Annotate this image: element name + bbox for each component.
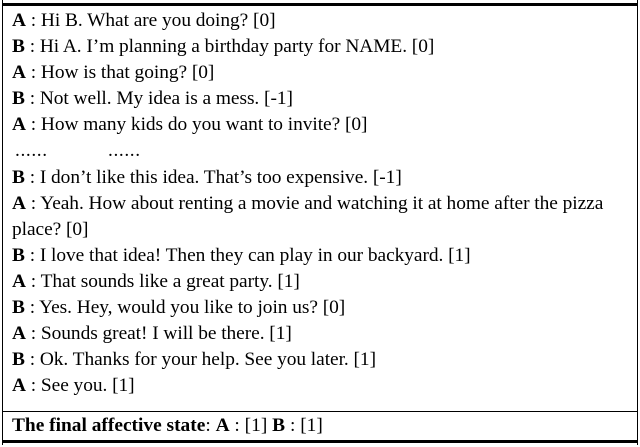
turn-text: That sounds like a great party. [1] xyxy=(40,270,300,292)
ellipsis-dots-left: ...... xyxy=(15,140,48,162)
turn-separator: : xyxy=(24,244,40,266)
final-affective-state: The final affective state: A : [1] B : [… xyxy=(3,413,637,439)
dialogue-turn: A : How many kids do you want to invite?… xyxy=(12,112,628,138)
turn-separator: : xyxy=(24,166,40,188)
turn-speaker: B xyxy=(12,349,25,371)
turn-text: Ok. Thanks for your help. See you later.… xyxy=(39,349,376,371)
turn-speaker: B xyxy=(12,36,25,58)
turn-text: Not well. My idea is a mess. [-1] xyxy=(39,88,293,110)
dialogue-turn: B : I love that idea! Then they can play… xyxy=(12,243,628,269)
turn-speaker: A xyxy=(12,10,26,31)
final-state-b-separator: : xyxy=(285,415,301,436)
dialogue-turn-list: A : Hi B. What are you doing? [0] B : Hi… xyxy=(3,8,637,399)
turn-separator: : xyxy=(25,114,41,136)
turn-separator: : xyxy=(24,36,40,58)
final-state-speaker-b: B xyxy=(272,415,286,436)
turn-text: Hi A. I’m planning a birthday party for … xyxy=(39,36,435,58)
dialogue-turn: B : Yes. Hey, would you like to join us?… xyxy=(12,295,628,321)
turn-separator: : xyxy=(25,270,41,292)
turn-speaker: A xyxy=(12,323,26,345)
dialogue-turn: A : Hi B. What are you doing? [0] xyxy=(12,8,628,34)
turn-separator: : xyxy=(24,349,40,371)
dialogue-turn: B : Ok. Thanks for your help. See you la… xyxy=(12,347,628,373)
turn-separator: : xyxy=(24,297,40,319)
turn-speaker: B xyxy=(12,244,25,266)
turn-text: I don’t like this idea. That’s too expen… xyxy=(39,166,402,188)
table-bottom-rule xyxy=(3,440,637,443)
turn-text: See you. [1] xyxy=(40,375,135,397)
final-state-label-separator: : xyxy=(205,415,216,436)
final-state-a-value: [1] xyxy=(244,415,268,436)
turn-text: How is that going? [0] xyxy=(40,62,215,84)
turn-text: Sounds great! I will be there. [1] xyxy=(40,323,292,345)
turn-text: Yes. Hey, would you like to join us? [0] xyxy=(39,297,346,319)
turn-text: How many kids do you want to invite? [0] xyxy=(40,114,368,136)
turn-speaker: A xyxy=(12,192,26,214)
dialogue-turn: B : I don’t like this idea. That’s too e… xyxy=(12,165,628,191)
ellipsis-dots-right: ...... xyxy=(108,140,141,162)
dialogue-ellipsis-row: ...... ...... xyxy=(12,138,628,164)
dialogue-turn: A : Yeah. How about renting a movie and … xyxy=(12,191,628,243)
final-state-speaker-a: A xyxy=(215,415,230,436)
turn-speaker: A xyxy=(12,114,26,136)
dialogue-turn: A : See you. [1] xyxy=(12,373,628,399)
turn-separator: : xyxy=(24,88,40,110)
final-state-b-value: [1] xyxy=(300,415,323,436)
turn-separator: : xyxy=(25,192,41,214)
turn-speaker: B xyxy=(12,166,25,188)
dialogue-turn: A : Sounds great! I will be there. [1] xyxy=(12,321,628,347)
turn-speaker: A xyxy=(12,375,26,397)
turn-speaker: B xyxy=(12,88,25,110)
dialogue-turn: A : How is that going? [0] xyxy=(12,60,628,86)
turn-speaker: A xyxy=(12,62,26,84)
turn-separator: : xyxy=(25,323,41,345)
turn-text: I love that idea! Then they can play in … xyxy=(39,244,471,266)
final-state-label: The final affective state xyxy=(12,415,206,436)
turn-speaker: A xyxy=(12,270,26,292)
final-state-separator-rule xyxy=(3,411,637,412)
dialogue-turn: A : That sounds like a great party. [1] xyxy=(12,269,628,295)
dialogue-turn: B : Hi A. I’m planning a birthday party … xyxy=(12,34,628,60)
dialogue-turn: B : Not well. My idea is a mess. [-1] xyxy=(12,86,628,112)
table-top-rule xyxy=(3,3,637,6)
turn-speaker: B xyxy=(12,297,25,319)
turn-separator: : xyxy=(25,62,41,84)
turn-separator: : xyxy=(25,375,41,397)
turn-separator: : xyxy=(25,10,41,31)
turn-text: Yeah. How about renting a movie and watc… xyxy=(12,192,604,240)
turn-text: Hi B. What are you doing? [0] xyxy=(40,10,276,31)
final-state-a-separator: : xyxy=(229,415,245,436)
